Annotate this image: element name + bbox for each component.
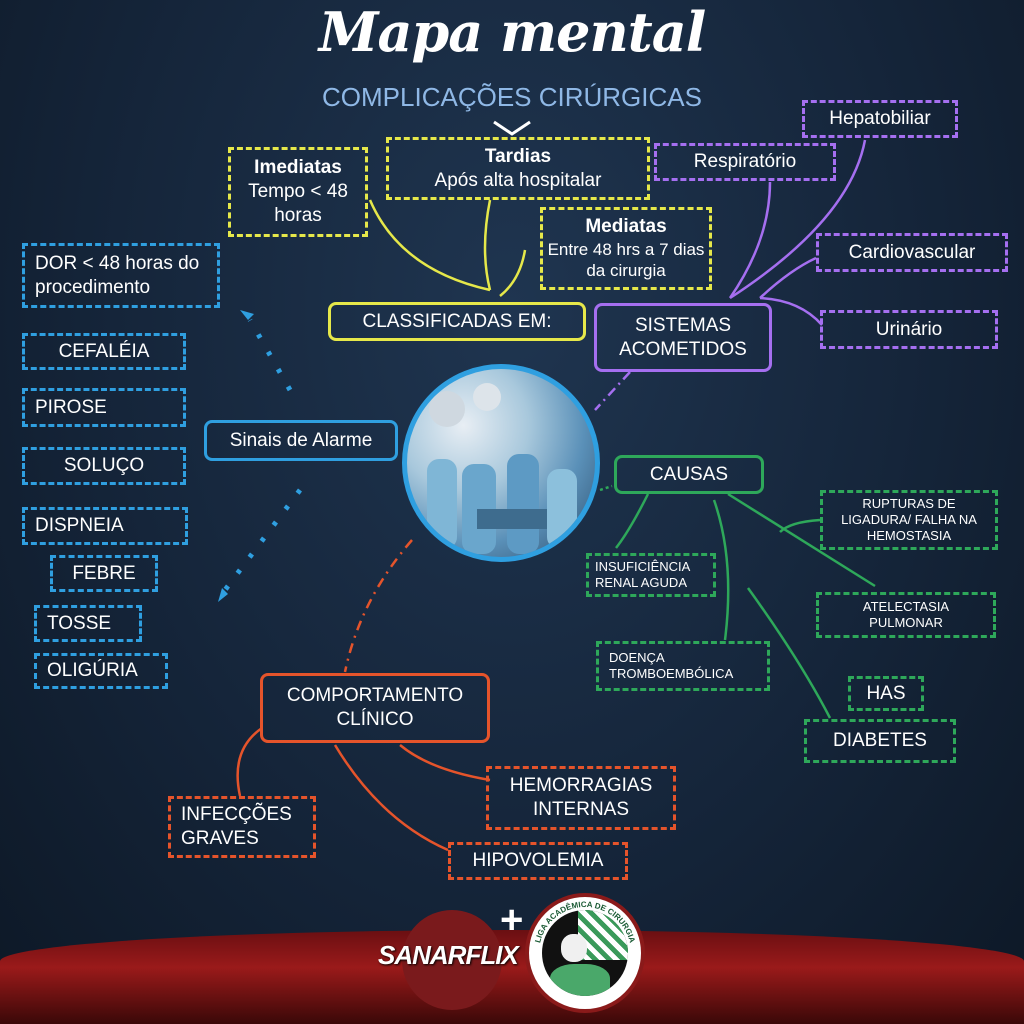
node-tardias: Tardias Após alta hospitalar <box>386 137 650 200</box>
node-imediatas: Imediatas Tempo < 48 horas <box>228 147 368 237</box>
liga-logo-ring-text: LIGA ACADÊMICA DE CIRURGIA <box>533 900 637 944</box>
node-rupturas: RUPTURAS DE LIGADURA/ FALHA NA HEMOSTASI… <box>820 490 998 550</box>
plus-icon: + <box>500 898 524 942</box>
node-sistemas-acometidos: SISTEMAS ACOMETIDOS <box>594 303 772 372</box>
node-tosse: TOSSE <box>34 605 142 642</box>
node-mediatas: Mediatas Entre 48 hrs a 7 dias da cirurg… <box>540 207 712 290</box>
node-atelectasia: ATELECTASIA PULMONAR <box>816 592 996 638</box>
node-title: Imediatas <box>254 157 342 179</box>
node-text: Tempo < 48 horas <box>248 181 348 226</box>
node-cardiovascular: Cardiovascular <box>816 233 1008 272</box>
page-subtitle: COMPLICAÇÕES CIRÚRGICAS <box>322 82 702 112</box>
surgery-team-photo <box>402 364 600 562</box>
sanarflix-logo: SANARFLIX <box>378 940 519 970</box>
node-dispneia: DISPNEIA <box>22 507 188 545</box>
liga-logo-text: LIGA ACADÊMICA DE CIRURGIA <box>533 900 637 944</box>
node-pirose: PIROSE <box>22 388 186 427</box>
node-has: HAS <box>848 676 924 711</box>
node-doenca-tromboembolica: DOENÇA TROMBOEMBÓLICA <box>596 641 770 691</box>
node-febre: FEBRE <box>50 555 158 592</box>
node-oliguria: OLIGÚRIA <box>34 653 168 689</box>
liga-emblem <box>542 910 628 996</box>
node-diabetes: DIABETES <box>804 719 956 763</box>
sanarflix-logo-bg <box>402 910 502 1010</box>
node-text: Após alta hospitalar <box>434 169 602 191</box>
node-title: Tardias <box>484 145 552 167</box>
node-text: Entre 48 hrs a 7 dias da cirurgia <box>547 240 705 281</box>
node-hipovolemia: HIPOVOLEMIA <box>448 842 628 880</box>
node-respiratorio: Respiratório <box>654 143 836 181</box>
node-infeccoes: INFECÇÕES GRAVES <box>168 796 316 858</box>
node-cefaleia: CEFALÉIA <box>22 333 186 370</box>
chevron-down-icon <box>493 120 531 136</box>
node-urinario: Urinário <box>820 310 998 349</box>
node-title: Mediatas <box>585 216 667 238</box>
liga-cirurgia-logo: LIGA ACADÊMICA DE CIRURGIA <box>525 893 645 1013</box>
node-dor: DOR < 48 horas do procedimento <box>22 243 220 308</box>
node-comportamento-clinico: COMPORTAMENTO CLÍNICO <box>260 673 490 743</box>
page-title: Mapa mental <box>318 0 707 64</box>
node-soluco: SOLUÇO <box>22 447 186 485</box>
node-classificadas: CLASSIFICADAS EM: <box>328 302 586 341</box>
node-hepatobiliar: Hepatobiliar <box>802 100 958 138</box>
node-hemorragias: HEMORRAGIAS INTERNAS <box>486 766 676 830</box>
node-causas: CAUSAS <box>614 455 764 494</box>
footer-band <box>0 930 1024 1024</box>
surgeons-illustration <box>427 383 577 554</box>
svg-text:LIGA ACADÊMICA DE CIRURGIA: LIGA ACADÊMICA DE CIRURGIA <box>533 900 637 944</box>
node-insuficiencia-renal: INSUFICIÊNCIA RENAL AGUDA <box>586 553 716 597</box>
node-sinais-de-alarme: Sinais de Alarme <box>204 420 398 461</box>
